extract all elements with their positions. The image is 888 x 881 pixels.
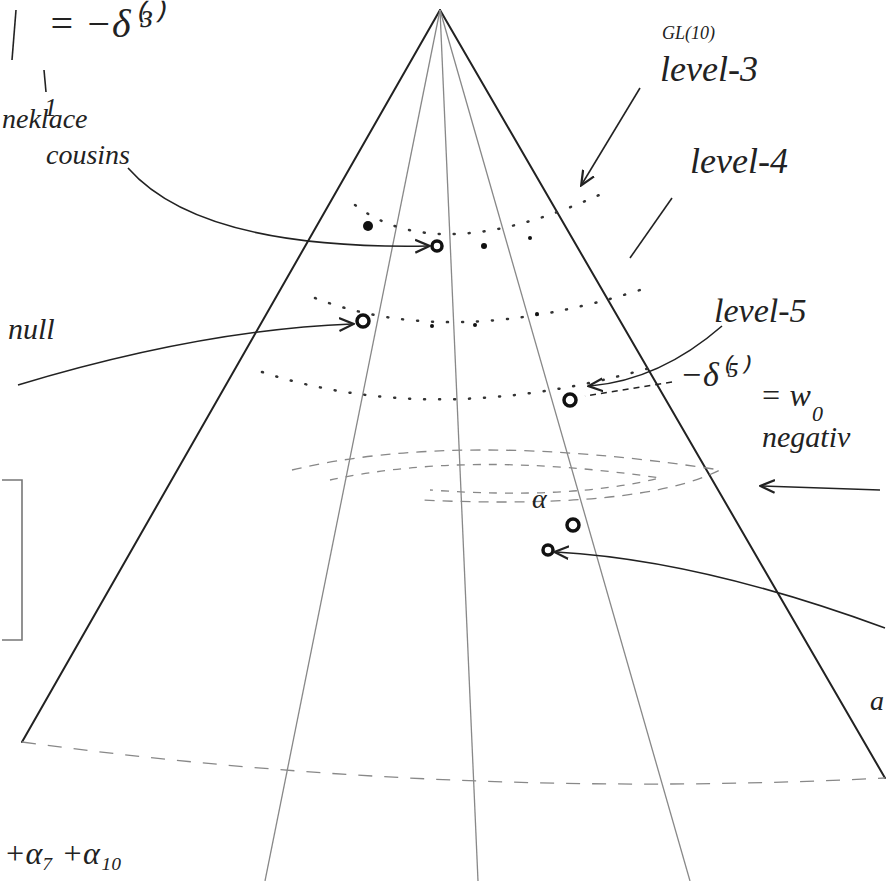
level-label: level-5 [714,292,807,329]
cone-edge [440,10,885,778]
root-label: = w [760,378,811,413]
stroke-fragment [12,10,16,60]
leader-line [582,88,640,184]
root-label: −δ⁽⁵⁾ [680,356,747,393]
note-text: cousins [46,140,130,171]
leader-line [762,486,880,490]
null-rings [292,450,720,502]
root-dot [567,519,579,531]
stroke-fragment [44,70,46,92]
root-dot [363,221,373,231]
root-dot [481,243,487,249]
root-dot [473,323,477,327]
leader-line [128,168,428,246]
leader-line [585,382,672,396]
note-text: negativ [762,420,850,453]
root-dot [535,312,539,316]
root-label: = −δ⁽³⁾ [48,2,161,46]
leader-line [556,552,885,628]
level-label: level-4 [690,142,788,182]
root-dot [543,545,553,555]
leader-line [630,198,672,258]
cone-base [22,742,885,784]
root-dot [357,315,369,327]
cropped-box [2,480,22,640]
group-label: GL(10) [662,24,715,44]
root-dot [430,324,434,328]
cone-ruling [440,10,690,881]
null-rings [330,464,660,493]
root-dot [528,236,532,240]
cone-ruling [440,10,478,881]
note-text: neklace [2,104,88,135]
level-label: level-3 [660,50,758,90]
level-ring [262,365,660,399]
root-dot [564,394,576,406]
note-text: a [870,686,884,717]
leader-line [18,324,352,385]
root-sum: +α₇ +α₁₀ [4,836,122,871]
root-label: α [532,484,547,515]
cone-ruling [265,10,440,881]
root-dot [432,241,442,251]
note-text: null [8,312,55,345]
level-ring [355,190,610,234]
